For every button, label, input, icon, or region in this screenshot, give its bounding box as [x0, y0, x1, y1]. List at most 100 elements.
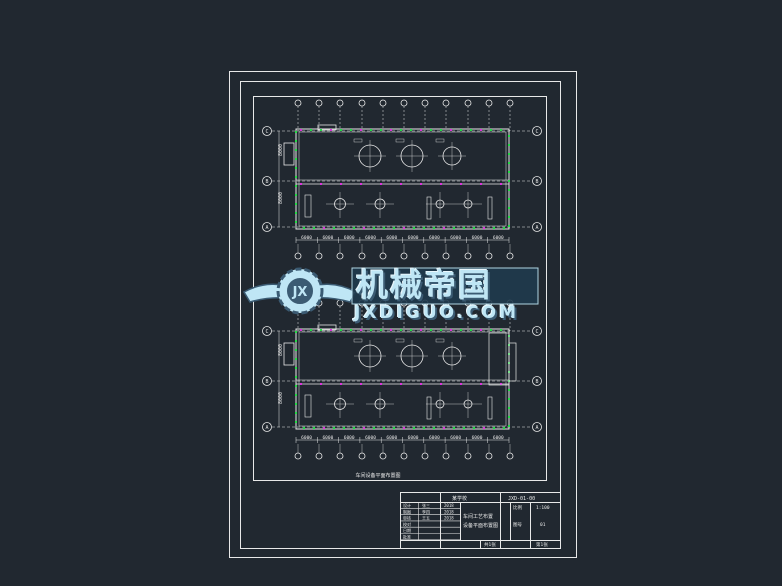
- title-row-label: 审核: [403, 515, 411, 521]
- column-bubble: [464, 99, 472, 107]
- dimension-label: 6000: [322, 235, 333, 241]
- title-project-line2: 设备平面布置图: [463, 522, 498, 529]
- dimension-label: 6000: [344, 235, 355, 241]
- dimension-label: 6000: [450, 235, 461, 241]
- watermark-en-text: JXDIGUO.COM: [354, 303, 520, 323]
- row-bubble-left: [262, 222, 272, 232]
- row-bubble-label-left: A: [265, 425, 268, 431]
- watermark-cn-text: 机械帝国: [356, 266, 493, 304]
- column-bubble: [506, 99, 514, 107]
- wall-marker-right: [508, 425, 510, 427]
- equipment-tag: [435, 138, 445, 143]
- equipment-rack: [487, 396, 493, 420]
- wall-marker-top: [310, 329, 312, 331]
- wall-marker-left: [295, 176, 297, 178]
- row-bubble-label-left: B: [265, 179, 268, 185]
- title-row-name: 张三: [422, 502, 430, 508]
- row-bubble-label-left: A: [265, 225, 268, 231]
- wall-marker-middle: [380, 183, 382, 185]
- wall-marker-top: [430, 129, 432, 131]
- dimension-label: 6000: [301, 435, 312, 441]
- watermark-logo: JX: [242, 267, 539, 315]
- wall-marker-left: [295, 158, 297, 160]
- wall-marker-bottom: [383, 427, 385, 429]
- column-bubble: [294, 99, 302, 107]
- wall-marker-right: [508, 171, 510, 173]
- equipment-tag: [353, 138, 363, 143]
- title-sheet-label: 图号: [513, 522, 522, 528]
- wall-marker-bottom: [363, 227, 365, 229]
- wall-marker-middle: [420, 383, 422, 385]
- wall-marker-top: [310, 129, 312, 131]
- column-bubble-bottom: [336, 452, 344, 460]
- wall-marker-bottom: [483, 227, 485, 229]
- wall-marker-top: [380, 329, 382, 331]
- title-row-date: 2018: [444, 503, 454, 508]
- wall-marker-middle: [480, 383, 482, 385]
- wall-marker-middle: [500, 383, 502, 385]
- wall-marker-top: [480, 329, 482, 331]
- column-bubble: [442, 99, 450, 107]
- row-bubble-label-left: C: [265, 129, 268, 135]
- title-row-label: 制图: [403, 508, 411, 514]
- row-bubble-right: [532, 422, 542, 432]
- building-inner-wall: [298, 331, 507, 427]
- wall-marker-top: [400, 129, 402, 131]
- bay-dimension-label: 8000: [278, 344, 284, 356]
- title-scale-label: 比例: [513, 504, 522, 511]
- column-bubble-bottom: [464, 252, 472, 260]
- wall-marker-right: [508, 144, 510, 146]
- wall-marker-middle: [400, 183, 402, 185]
- wall-marker-bottom: [483, 427, 485, 429]
- wall-marker-bottom: [353, 427, 355, 429]
- title-scale-value: 1:100: [536, 505, 550, 511]
- row-bubble-right: [532, 176, 542, 186]
- row-bubble-label-right: C: [535, 329, 538, 335]
- wall-marker-top: [330, 129, 332, 131]
- wall-marker-right: [508, 225, 510, 227]
- column-bubble: [400, 99, 408, 107]
- column-bubble-bottom: [379, 452, 387, 460]
- dimension-label: 6000: [493, 235, 504, 241]
- wall-marker-bottom: [353, 227, 355, 229]
- entry-vestibule: [283, 142, 295, 166]
- row-bubble-right: [532, 222, 542, 232]
- row-bubble-left: [262, 326, 272, 336]
- wall-marker-bottom: [473, 427, 475, 429]
- column-bubble-bottom: [485, 252, 493, 260]
- building-outer-wall: [295, 328, 510, 430]
- wall-marker-top: [390, 329, 392, 331]
- wall-marker-top: [490, 129, 492, 131]
- building-outer-wall: [295, 128, 510, 230]
- dimension-label: 6000: [365, 435, 376, 441]
- wall-marker-top: [360, 329, 362, 331]
- wall-marker-bottom: [423, 227, 425, 229]
- column-bubble-bottom: [336, 252, 344, 260]
- title-drawing-no: JXD-01-00: [508, 496, 535, 502]
- wall-marker-bottom: [313, 227, 315, 229]
- equipment-rack: [304, 394, 312, 418]
- wall-marker-right: [508, 198, 510, 200]
- wall-marker-bottom: [333, 227, 335, 229]
- wall-marker-left: [295, 149, 297, 151]
- wall-marker-bottom: [493, 427, 495, 429]
- column-bubble: [315, 99, 323, 107]
- entry-vestibule: [283, 342, 295, 366]
- wall-marker-top: [460, 129, 462, 131]
- wall-marker-left: [295, 349, 297, 351]
- column-bubble: [336, 299, 344, 307]
- dimension-label: 6000: [472, 235, 483, 241]
- row-bubble-label-right: A: [535, 425, 538, 431]
- wall-marker-bottom: [503, 427, 505, 429]
- dimension-label: 6000: [344, 435, 355, 441]
- wall-marker-middle: [440, 383, 442, 385]
- wall-marker-left: [295, 421, 297, 423]
- column-bubble-bottom: [442, 252, 450, 260]
- wall-marker-top: [440, 129, 442, 131]
- equipment-rack: [304, 194, 312, 218]
- wall-marker-left: [295, 385, 297, 387]
- wall-marker-bottom: [423, 427, 425, 429]
